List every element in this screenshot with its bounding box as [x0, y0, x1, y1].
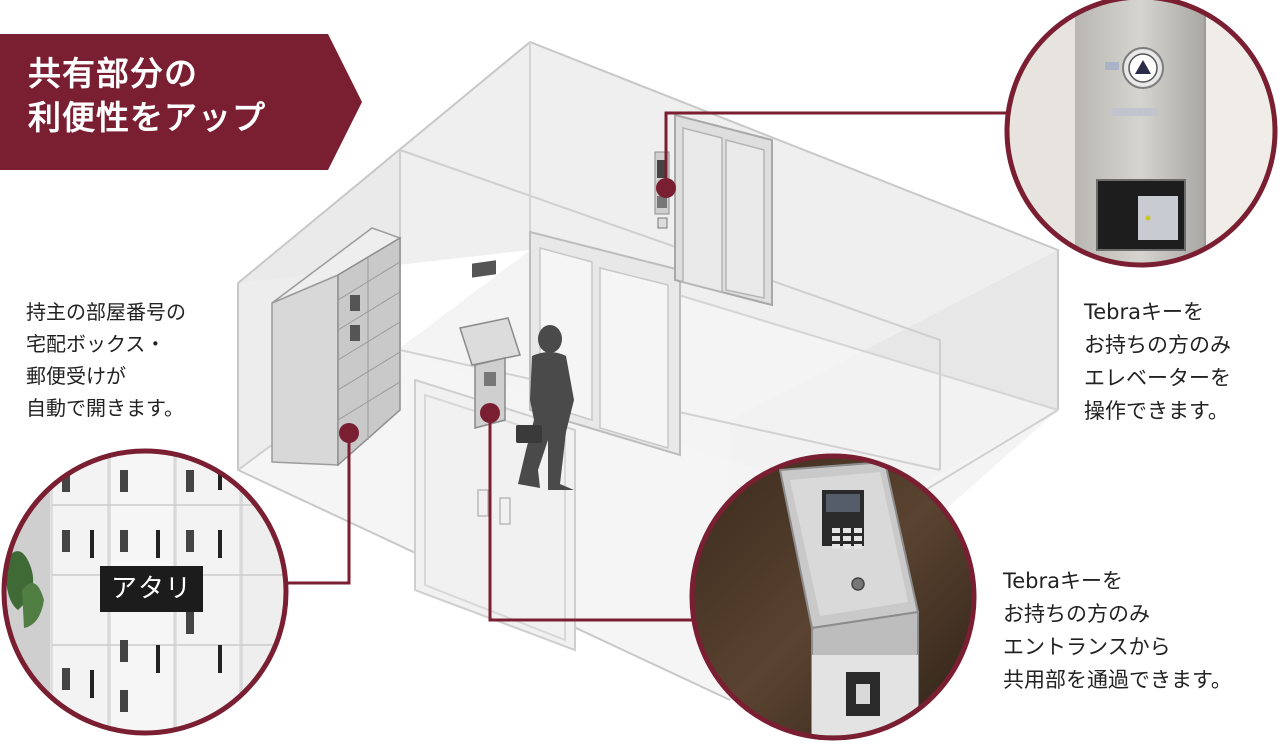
title-banner-text: 共有部分の 利便性をアップ	[28, 52, 266, 140]
delivery-locker	[271, 227, 402, 467]
briefcase-icon	[516, 425, 542, 443]
elevator-description: Tebraキーを お持ちの方のみ エレベーターを 操作できます。	[1084, 296, 1231, 428]
desc-line: Tebraキーを	[1003, 569, 1124, 593]
desc-line: Tebraキーを	[1084, 300, 1205, 324]
title-banner	[0, 34, 362, 170]
card-reader-icon	[1096, 179, 1186, 251]
desc-line: 共用部を通過できます。	[1003, 668, 1232, 692]
person-icon	[516, 325, 574, 490]
desc-line: 郵便受けが	[26, 364, 126, 388]
desc-line: エレベーターを	[1084, 366, 1231, 390]
entrance-description: Tebraキーを お持ちの方のみ エントランスから 共用部を通過できます。	[1003, 565, 1232, 697]
desc-line: 宅配ボックス・	[26, 332, 166, 356]
desc-line: エントランスから	[1003, 635, 1171, 659]
desc-line: お持ちの方のみ	[1003, 602, 1150, 626]
elevator-panel-zoom	[1004, 0, 1278, 268]
banner-line-2: 利便性をアップ	[28, 98, 266, 137]
callout-dots	[339, 178, 676, 443]
desc-line: 自動で開きます。	[26, 396, 184, 420]
callout-lines	[272, 111, 1012, 622]
desc-line: 持主の部屋番号の	[26, 300, 186, 324]
entrance-kiosk-zoom	[689, 453, 977, 741]
delivery-box-description: 持主の部屋番号の 宅配ボックス・ 郵便受けが 自動で開きます。	[26, 296, 186, 424]
desc-line: 操作できます。	[1084, 399, 1229, 423]
banner-line-1: 共有部分の	[28, 54, 198, 93]
desc-line: お持ちの方のみ	[1084, 333, 1231, 357]
elevator-button-icon	[1122, 47, 1164, 89]
locker-tag: アタリ	[100, 566, 203, 612]
